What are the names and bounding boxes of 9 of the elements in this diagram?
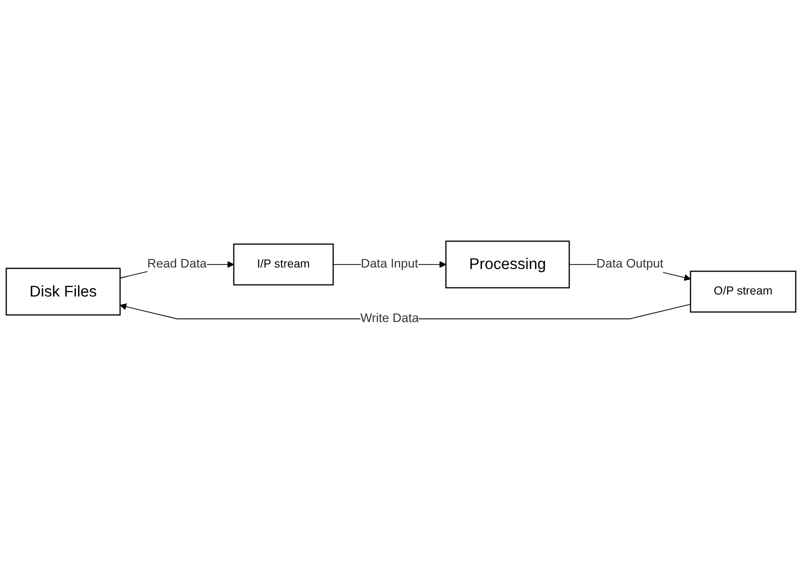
node-box: Processing <box>445 240 570 289</box>
edge-label: Data Output <box>596 258 664 272</box>
arrow <box>120 304 691 320</box>
edge-label: Write Data <box>360 312 419 326</box>
edge-label: Data Input <box>360 258 418 272</box>
node-box: Disk Files <box>6 268 121 316</box>
edge-label: Read Data <box>147 258 207 272</box>
node-box: O/P stream <box>690 271 796 313</box>
node-box: I/P stream <box>233 244 334 286</box>
